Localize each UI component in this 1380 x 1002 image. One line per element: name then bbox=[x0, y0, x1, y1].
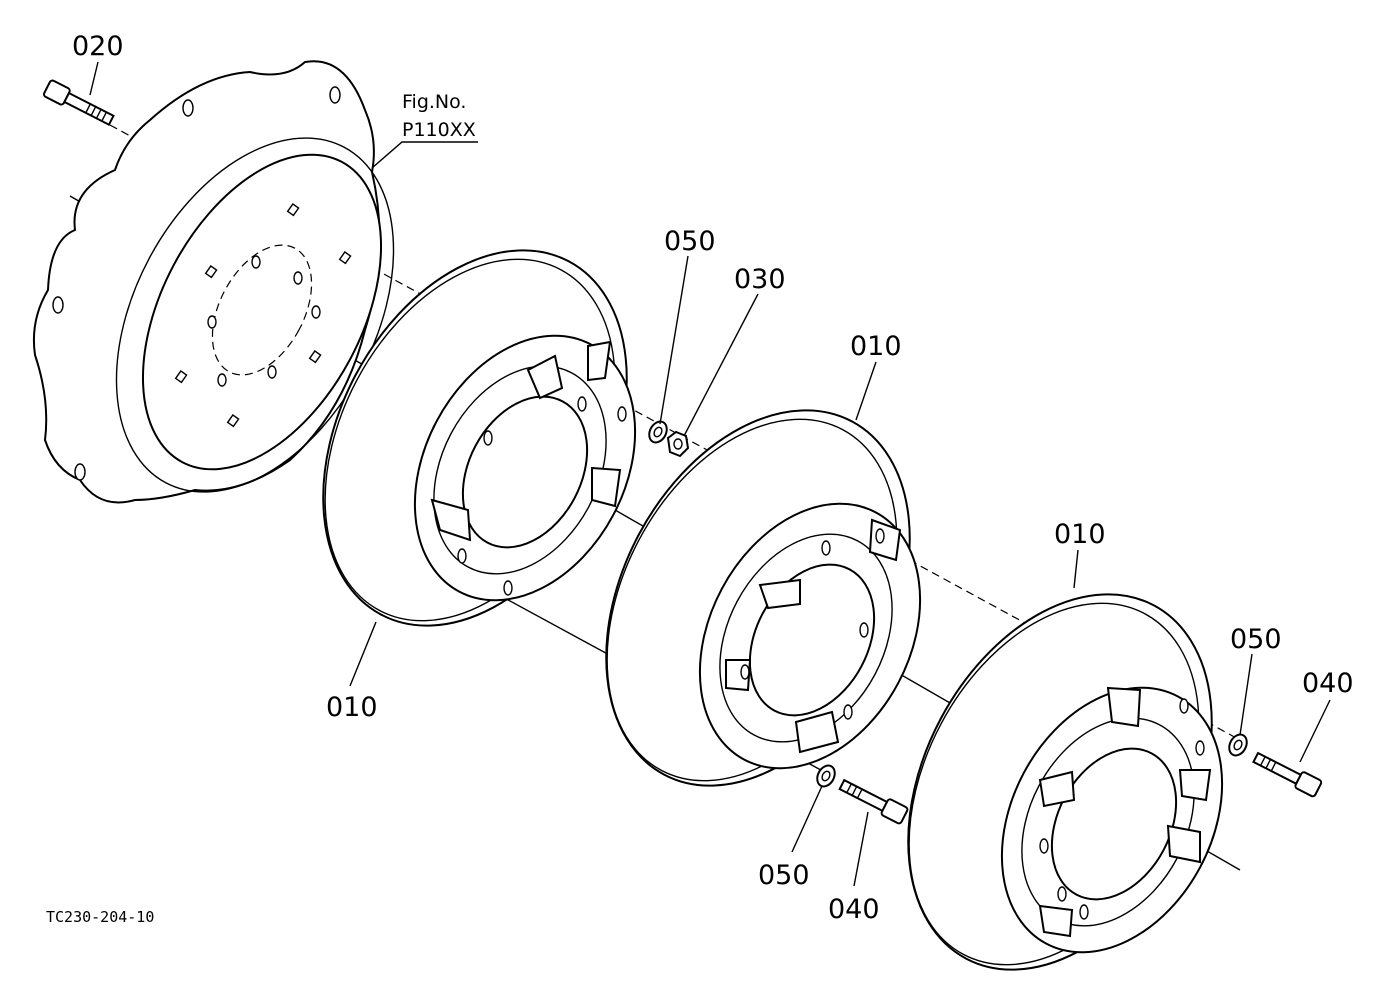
callout-030: 030 bbox=[734, 264, 786, 295]
labels: 020 Fig.No. P110XX 050 030 010 010 010 0… bbox=[46, 31, 1354, 926]
wheel-square-hole bbox=[338, 251, 352, 265]
callout-010-right: 010 bbox=[1054, 519, 1106, 550]
weight-left-lug bbox=[430, 498, 472, 542]
weight-right-lug bbox=[1166, 824, 1201, 864]
wheel-bolt-hole bbox=[217, 373, 227, 387]
bolt-040-right bbox=[1252, 751, 1323, 798]
callout-020: 020 bbox=[72, 31, 124, 62]
weight-left-lug bbox=[591, 466, 622, 508]
wheel-rim-hole bbox=[329, 86, 341, 104]
wheel-rim-hole bbox=[52, 296, 64, 314]
wheel-disc-hub-bore bbox=[211, 244, 313, 376]
callout-010-middle: 010 bbox=[850, 331, 902, 362]
wheel-disc-center-plate bbox=[141, 153, 383, 471]
wheel-disc bbox=[32, 60, 395, 504]
washer-050-top bbox=[648, 420, 668, 444]
wheel-bolt-hole bbox=[311, 305, 321, 319]
weight-mid-hole bbox=[859, 622, 869, 638]
wheel-bolt-hole bbox=[207, 315, 217, 329]
bolt-head bbox=[1294, 771, 1323, 798]
weight-right-hole bbox=[1179, 698, 1189, 714]
weight-left-bore bbox=[461, 395, 589, 549]
weight-left-hole bbox=[617, 406, 627, 422]
weight-mid-lug bbox=[794, 710, 840, 754]
wheel-rim-hole bbox=[74, 463, 86, 481]
bolt-shank bbox=[63, 91, 115, 127]
leader-lines bbox=[89, 61, 1331, 887]
weight-mid-hole bbox=[875, 528, 885, 544]
bolt-shank bbox=[1252, 751, 1303, 786]
callout-050-right: 050 bbox=[1230, 624, 1282, 655]
weight-right-hole bbox=[1039, 838, 1049, 854]
weight-left-hole bbox=[483, 430, 493, 446]
weight-mid-hole bbox=[821, 540, 831, 556]
wheel-square-hole bbox=[286, 203, 300, 217]
weight-right-lug bbox=[1178, 769, 1212, 802]
weight-left-hole bbox=[457, 548, 467, 564]
weight-left-lug bbox=[587, 340, 612, 382]
wheel-square-hole bbox=[174, 370, 188, 384]
bolt-head bbox=[880, 798, 909, 825]
wheel-weight-left bbox=[322, 249, 637, 627]
callout-040-right: 040 bbox=[1302, 668, 1354, 699]
wheel-bolt-hole bbox=[267, 365, 277, 379]
bolt-020 bbox=[43, 79, 115, 127]
weight-right-hole bbox=[1195, 740, 1205, 756]
callout-040-bottom: 040 bbox=[828, 894, 880, 925]
wheel-bolt-hole bbox=[251, 255, 261, 269]
fig-label: Fig.No. bbox=[402, 91, 466, 113]
washer-050-bottom bbox=[816, 764, 836, 788]
bolt-shank bbox=[838, 778, 889, 813]
wheel-bolt-hole bbox=[293, 271, 303, 285]
weight-mid-hole bbox=[843, 704, 853, 720]
weight-right-hole bbox=[1079, 904, 1089, 920]
weight-left-hole bbox=[577, 396, 587, 412]
callout-050-top: 050 bbox=[664, 226, 716, 257]
wheel-square-hole bbox=[308, 350, 322, 364]
weight-mid-lug bbox=[758, 578, 801, 610]
weight-mid-hole bbox=[740, 664, 750, 680]
callout-010-left: 010 bbox=[326, 692, 378, 723]
weight-right-lug bbox=[1038, 904, 1074, 938]
washer-050-right bbox=[1228, 733, 1248, 757]
nut-030 bbox=[666, 430, 690, 458]
wheel-rim-hole bbox=[182, 99, 194, 117]
wheel-weight-right bbox=[907, 593, 1224, 971]
wheel-square-hole bbox=[204, 265, 218, 279]
weight-left-hole bbox=[503, 580, 513, 596]
weight-right-hole bbox=[1057, 886, 1067, 902]
weight-right-lug bbox=[1106, 686, 1142, 728]
weight-left-lug bbox=[526, 354, 564, 400]
drawing-code: TC230-204-10 bbox=[46, 908, 154, 926]
wheel-square-hole bbox=[226, 414, 240, 428]
fig-number: P110XX bbox=[402, 119, 476, 141]
callout-050-bottom: 050 bbox=[758, 860, 810, 891]
wheel-weight-middle bbox=[605, 409, 922, 787]
bolt-040-bottom bbox=[838, 778, 909, 825]
weight-right-lug bbox=[1038, 770, 1076, 808]
